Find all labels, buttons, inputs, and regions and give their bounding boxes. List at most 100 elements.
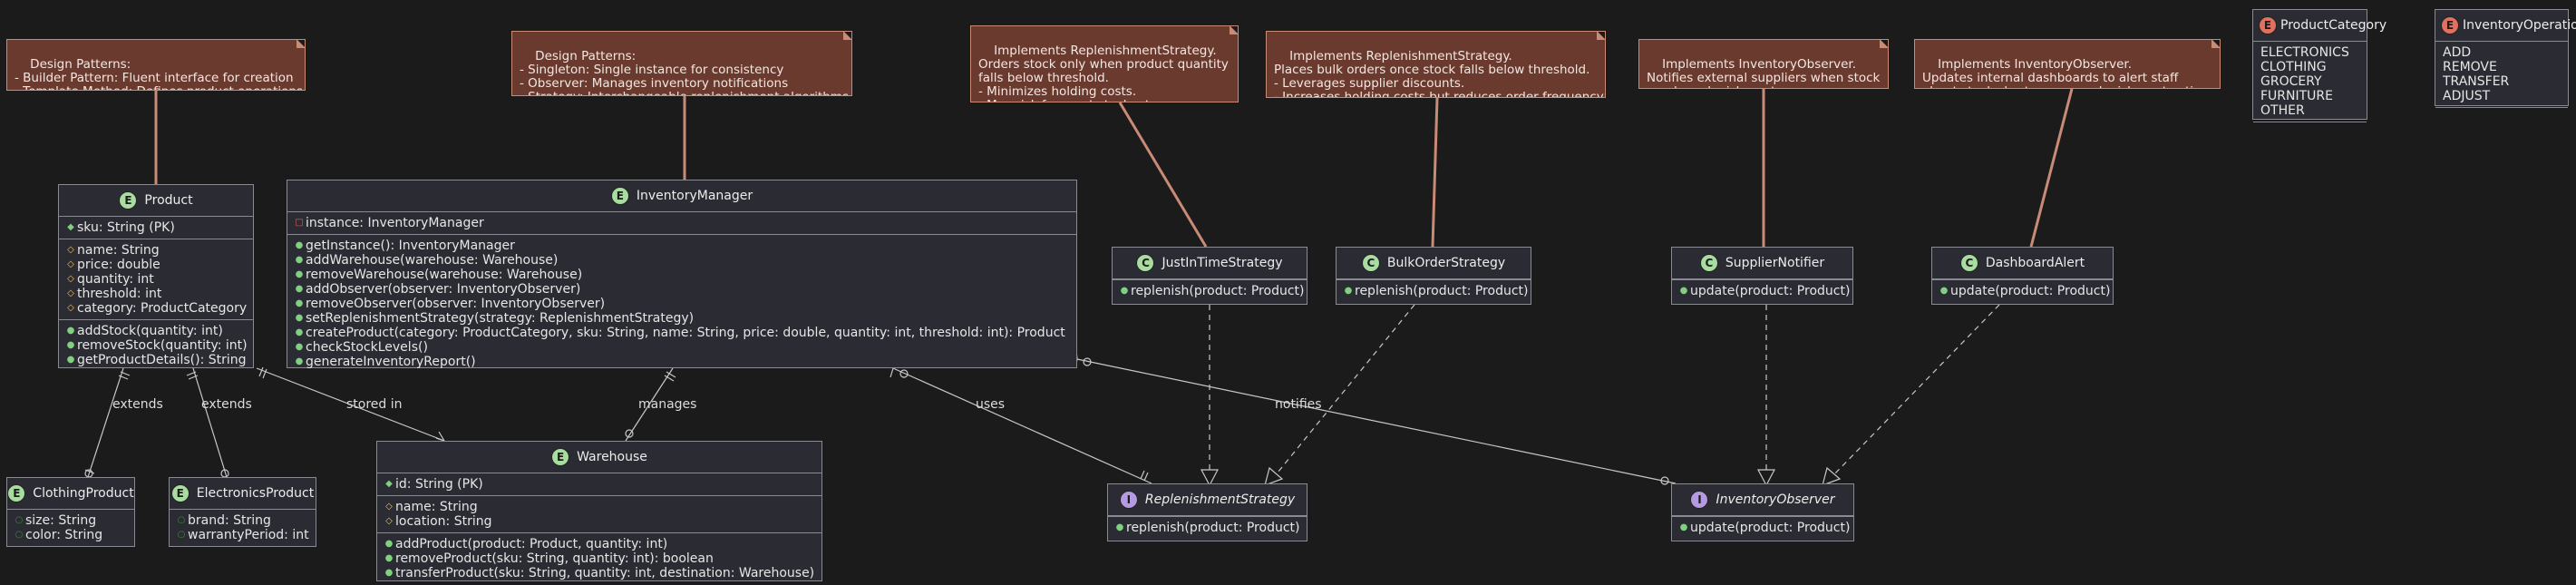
method: getInstance(): InventoryManager <box>306 239 515 253</box>
class-icon: C <box>1959 254 1978 272</box>
enum-icon: E <box>2441 16 2459 34</box>
class-name: BulkOrderStrategy <box>1386 256 1506 270</box>
methods-section: ●replenish(product: Product) <box>1108 516 1307 539</box>
interface-replenishment-strategy[interactable]: I ReplenishmentStrategy ●replenish(produc… <box>1107 483 1307 541</box>
public-field-icon: ○ <box>177 530 186 540</box>
enum-value: ELECTRONICS <box>2260 45 2349 60</box>
values-section: ELECTRONICS CLOTHING GROCERY FURNITURE O… <box>2253 42 2367 122</box>
method: replenish(product: Product) <box>1131 284 1305 298</box>
note-bulk-order: Implements ReplenishmentStrategy. Places… <box>1266 31 1606 98</box>
enum-value: OTHER <box>2260 103 2305 118</box>
enum-inventory-operation[interactable]: E InventoryOperation ADD REMOVE TRANSFER … <box>2435 9 2576 108</box>
enum-value: GROCERY <box>2260 74 2322 89</box>
class-name: ProductCategory <box>2280 18 2387 33</box>
values-section: ADD REMOVE TRANSFER ADJUST <box>2435 42 2568 108</box>
class-name: DashboardAlert <box>1985 256 2085 270</box>
methods-section <box>2253 122 2367 137</box>
fields-section: □instance: InventoryManager <box>287 212 1076 235</box>
class-name: InventoryManager <box>636 189 753 203</box>
public-method-icon: ● <box>1679 286 1688 296</box>
public-method-icon: ● <box>384 568 394 578</box>
class-product[interactable]: E Product ◆sku: String (PK) ◇name: String… <box>58 184 254 368</box>
field: name: String <box>395 500 478 514</box>
enum-value: ADD <box>2443 45 2472 60</box>
attributes-section: ◇name: String ◇price: double ◇quantity: … <box>59 239 253 320</box>
class-name: ReplenishmentStrategy <box>1144 492 1296 507</box>
method: replenish(product: Product) <box>1355 284 1529 298</box>
method: removeProduct(sku: String, quantity: int… <box>395 551 714 566</box>
entity-icon: E <box>119 191 138 210</box>
public-method-icon: ● <box>295 269 304 279</box>
public-method-icon: ● <box>66 355 75 365</box>
methods-section <box>170 547 316 561</box>
class-bulk-order-strategy[interactable]: C BulkOrderStrategy ●replenish(product: P… <box>1336 247 1531 305</box>
public-method-icon: ● <box>295 313 304 323</box>
pk-section: ◆sku: String (PK) <box>59 217 253 239</box>
method: getProductDetails(): String <box>77 353 247 367</box>
public-method-icon: ● <box>1115 522 1124 532</box>
methods-section <box>7 547 134 561</box>
protected-field-icon: ◇ <box>67 245 74 255</box>
method: transferProduct(sku: String, quantity: i… <box>395 566 815 580</box>
method: setReplenishmentStrategy(strategy: Reple… <box>306 311 695 326</box>
method: replenish(product: Product) <box>1126 521 1300 535</box>
class-name: Product <box>144 193 193 208</box>
note-text: Design Patterns: - Builder Pattern: Flue… <box>15 57 303 91</box>
public-field-icon: ○ <box>177 515 186 525</box>
field: threshold: int <box>77 287 162 301</box>
interface-icon: I <box>1119 491 1138 509</box>
note-text: Implements InventoryObserver. Updates in… <box>1922 57 2219 89</box>
method: addStock(quantity: int) <box>77 324 223 338</box>
note-text: Implements InventoryObserver. Notifies e… <box>1647 57 1881 89</box>
class-icon: C <box>1361 254 1380 272</box>
public-field-icon: ○ <box>15 530 24 540</box>
enum-value: CLOTHING <box>2260 60 2327 74</box>
field: warrantyPeriod: int <box>188 528 309 542</box>
fields-section: ○size: String ○color: String <box>7 510 134 547</box>
methods-section: ●addStock(quantity: int) ●removeStock(qu… <box>59 320 253 371</box>
pk-section: ◆id: String (PK) <box>377 473 821 496</box>
label-stored-in: stored in <box>346 397 403 412</box>
public-method-icon: ● <box>1939 286 1949 296</box>
note-dashboard-alert: Implements InventoryObserver. Updates in… <box>1914 39 2221 89</box>
field: quantity: int <box>77 272 154 287</box>
class-name: InventoryOperation <box>2463 18 2576 33</box>
method: update(product: Product) <box>1690 521 1851 535</box>
field: location: String <box>395 514 492 529</box>
note-just-in-time: Implements ReplenishmentStrategy. Orders… <box>970 25 1239 102</box>
public-method-icon: ● <box>1344 286 1353 296</box>
attributes-section: ◇name: String ◇location: String <box>377 496 821 533</box>
method: addWarehouse(warehouse: Warehouse) <box>306 253 559 268</box>
enum-value: TRANSFER <box>2443 74 2510 89</box>
public-method-icon: ● <box>295 356 304 366</box>
private-field-icon: □ <box>295 218 304 228</box>
class-name: InventoryObserver <box>1716 492 1835 507</box>
public-method-icon: ● <box>295 342 304 352</box>
public-field-icon: ◆ <box>67 222 74 232</box>
public-field-icon: ◆ <box>385 479 393 489</box>
label-uses: uses <box>976 397 1006 412</box>
protected-field-icon: ◇ <box>67 274 74 284</box>
public-method-icon: ● <box>295 298 304 308</box>
methods-section: ●update(product: Product) <box>1672 516 1853 539</box>
public-method-icon: ● <box>295 255 304 265</box>
entity-icon: E <box>170 484 190 502</box>
method: generateInventoryReport() <box>306 355 476 369</box>
method: removeStock(quantity: int) <box>77 338 248 353</box>
note-inventory-manager: Design Patterns: - Singleton: Single ins… <box>511 31 852 96</box>
methods-section: ●update(product: Product) <box>1672 279 1852 302</box>
enum-value: REMOVE <box>2443 60 2497 74</box>
entity-icon: E <box>551 448 570 466</box>
public-method-icon: ● <box>1120 286 1129 296</box>
protected-field-icon: ◇ <box>67 288 74 298</box>
